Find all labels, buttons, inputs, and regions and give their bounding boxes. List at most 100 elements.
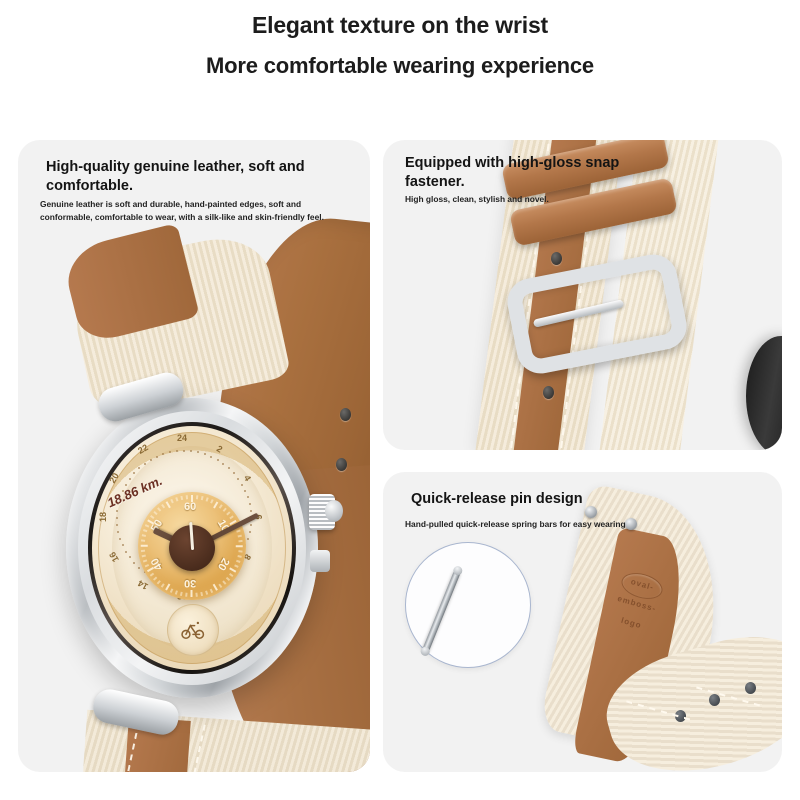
- hour-ring-numeral: 16: [106, 549, 121, 564]
- strap-hole: [543, 386, 554, 399]
- strap-hole: [551, 252, 562, 265]
- strap-hole: [709, 694, 720, 706]
- watch-illustration: 24246810121416182022 18.86 km. 601020304…: [18, 140, 370, 772]
- spring-bar-screw: [625, 518, 637, 530]
- subdial-tick: [238, 550, 243, 553]
- card-title: Equipped with high-gloss snap fastener.: [405, 155, 620, 191]
- subdial-tick: [150, 573, 155, 577]
- subdial-numeral: 30: [184, 577, 197, 589]
- subdial-tick: [153, 511, 158, 516]
- subdial-tick: [213, 583, 219, 591]
- hour-ring-numeral: 2: [214, 442, 224, 455]
- subdial-numeral: 60: [184, 501, 197, 513]
- magnifier-callout: [405, 542, 531, 668]
- hour-ring-tick: [116, 509, 119, 512]
- spring-bar-screw: [585, 506, 597, 518]
- subdial-tick: [141, 534, 147, 537]
- hour-ring-tick: [121, 489, 124, 492]
- subdial-tick: [157, 580, 162, 585]
- watch-crown[interactable]: [309, 494, 343, 530]
- feature-card-quick-release: oval-emboss-logo Quick-release pin desig…: [383, 472, 782, 772]
- subdial-tick: [201, 495, 204, 501]
- hour-ring-tick: [246, 537, 249, 540]
- subdial-tick: [201, 591, 204, 597]
- subdial-tick: [236, 559, 241, 563]
- subdial-tick: [222, 580, 227, 585]
- subdial-tick: [210, 499, 214, 504]
- headline-secondary: More comfortable wearing experience: [206, 53, 594, 79]
- hour-ring-tick: [119, 537, 122, 540]
- card-subtitle: Hand-pulled quick-release spring bars fo…: [405, 519, 626, 529]
- subdial-tick: [141, 550, 146, 553]
- hour-ring-numeral: 14: [135, 578, 150, 593]
- subdial-tick: [180, 591, 183, 597]
- hour-ring-tick: [190, 450, 192, 453]
- spring-bar-pin: [421, 568, 462, 654]
- hour-ring-tick: [175, 450, 178, 453]
- subdial-tick: [185, 592, 188, 597]
- hour-ring-tick: [143, 462, 146, 465]
- subdial-tick: [226, 576, 231, 581]
- hour-ring-tick: [119, 496, 122, 499]
- feature-card-leather: 24246810121416182022 18.86 km. 601020304…: [18, 140, 370, 772]
- hour-ring-tick: [237, 477, 240, 480]
- hour-ring-tick: [117, 530, 120, 533]
- subdial-tick: [170, 499, 174, 504]
- subdial-tick: [205, 590, 209, 595]
- subdial-tick: [153, 576, 158, 581]
- watch-case: 24246810121416182022 18.86 km. 601020304…: [66, 398, 343, 698]
- watch-pusher[interactable]: [310, 550, 330, 572]
- hour-ring-tick: [249, 509, 252, 512]
- hour-ring-tick: [227, 467, 230, 470]
- subdial-tick: [157, 507, 162, 512]
- strap-hole: [745, 682, 756, 694]
- hour-ring-tick: [116, 517, 118, 519]
- subdial-tick: [196, 495, 199, 500]
- hour-ring-tick: [117, 503, 120, 506]
- subdial-tick: [161, 504, 165, 509]
- strap-hole: [340, 408, 351, 421]
- subdial-tick: [143, 529, 148, 533]
- bicycle-icon: [167, 604, 219, 656]
- hour-ring-numeral: 22: [135, 441, 150, 456]
- card-subtitle: High gloss, clean, stylish and novel.: [405, 194, 549, 204]
- subdial-tick: [210, 588, 214, 593]
- hour-ring-tick: [196, 451, 199, 454]
- hour-ring-tick: [138, 566, 141, 569]
- subdial-tick: [191, 590, 193, 597]
- hour-ring-tick: [210, 455, 213, 458]
- hour-ring-tick: [248, 503, 251, 506]
- subdial-tick: [237, 555, 243, 558]
- subdial-tick: [161, 583, 165, 588]
- subdial-tick: [170, 588, 174, 593]
- subdial-tick: [229, 515, 234, 519]
- headline-primary: Elegant texture on the wrist: [251, 12, 548, 38]
- subdial-tick: [180, 495, 183, 501]
- hour-ring-tick: [246, 496, 249, 499]
- subdial-tick: [165, 583, 171, 591]
- hour-ring-tick: [249, 524, 252, 526]
- subdial-tick: [185, 495, 188, 500]
- headline-block: Elegant texture on the wrist More comfor…: [0, 12, 800, 80]
- quick-release-illustration: oval-emboss-logo: [383, 472, 782, 772]
- subdial-tick: [229, 567, 237, 573]
- subdial-numeral: 20: [214, 555, 232, 573]
- subdial-tick: [196, 592, 199, 597]
- hour-ring-tick: [128, 477, 131, 480]
- hour-ring-tick: [248, 530, 251, 533]
- subdial-tick: [226, 511, 231, 516]
- hour-ring-numeral: 18: [98, 511, 109, 523]
- subdial-tick: [145, 564, 150, 568]
- subdial-tick: [238, 539, 243, 542]
- hour-ring-tick: [121, 544, 124, 547]
- card-title: High-quality genuine leather, soft and c…: [46, 159, 305, 195]
- hour-ring-tick: [124, 550, 127, 553]
- hour-ring-tick: [232, 472, 235, 475]
- hour-ring-tick: [133, 472, 136, 475]
- subdial-tick: [219, 504, 223, 509]
- subdial-tick: [237, 534, 243, 537]
- subdial-tick: [236, 545, 243, 547]
- subdial-tick: [236, 529, 241, 533]
- hour-ring-tick: [116, 524, 119, 526]
